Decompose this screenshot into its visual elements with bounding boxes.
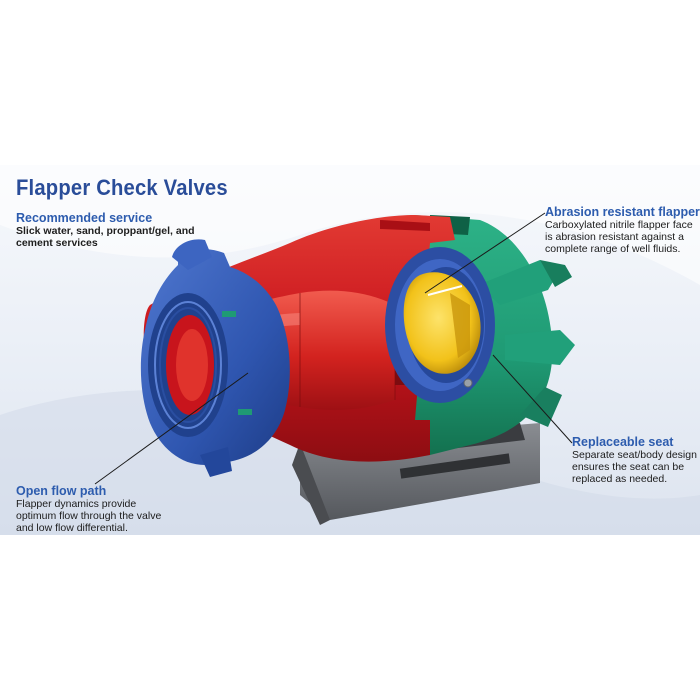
callout-heading: Replaceable seat [572, 435, 674, 449]
callout-body: Carboxylated nitrile flapper face is abr… [545, 219, 693, 255]
page-title: Flapper Check Valves [16, 175, 228, 200]
callout-heading: Open flow path [16, 484, 107, 498]
callout-body: Slick water, sand, proppant/gel, and cem… [16, 225, 195, 249]
set-screw [463, 378, 473, 388]
callout-heading: Recommended service [16, 211, 153, 225]
callout-heading: Abrasion resistant flapper [545, 205, 700, 219]
callout-abrasion-resistant-flapper: Abrasion resistant flapper Carboxylated … [545, 205, 700, 255]
callout-body: Flapper dynamics provide optimum flow th… [16, 498, 162, 534]
callout-body: Separate seat/body design ensures the se… [572, 449, 697, 485]
callout-replaceable-seat: Replaceable seat Separate seat/body desi… [572, 435, 697, 485]
callout-recommended-service: Recommended service Slick water, sand, p… [16, 211, 216, 249]
callout-open-flow-path: Open flow path Flapper dynamics provide … [16, 484, 166, 534]
